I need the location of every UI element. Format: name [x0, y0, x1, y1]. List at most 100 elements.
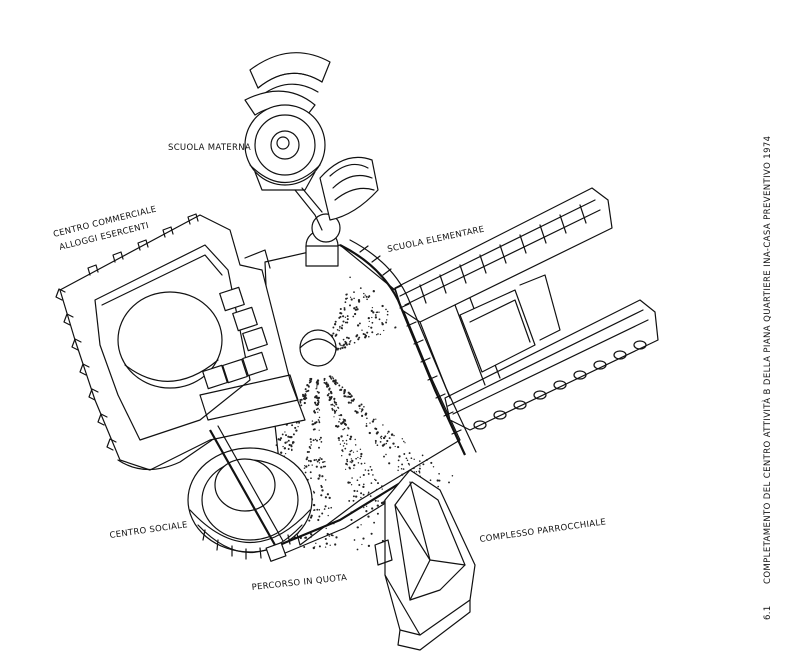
stipple-dot — [309, 536, 312, 539]
stipple-dot — [340, 344, 342, 347]
stipple-dot — [376, 334, 378, 336]
stipple-dot — [286, 441, 288, 443]
stipple-dot — [382, 424, 384, 426]
label-scuola-materna: SCUOLA MATERNA — [168, 143, 251, 153]
stipple-dot — [338, 421, 340, 423]
stipple-dot — [346, 396, 348, 398]
stipple-dot — [376, 444, 379, 447]
stipple-dot — [366, 331, 369, 334]
stipple-dot — [347, 395, 350, 398]
stipple-dot — [381, 488, 383, 490]
stipple-dot — [315, 381, 318, 384]
stipple-dot — [351, 477, 353, 479]
stipple-dot — [361, 408, 364, 410]
stipple-dot — [345, 443, 348, 445]
stipple-dot — [362, 296, 365, 298]
stipple-dot — [290, 444, 293, 447]
stipple-dot — [336, 425, 339, 428]
stipple-dot — [321, 512, 324, 515]
stipple-dot — [328, 375, 331, 378]
stipple-dot — [320, 458, 323, 461]
stipple-dot — [319, 457, 321, 459]
stipple-dot — [354, 444, 357, 446]
stipple-dot — [324, 479, 327, 481]
stipple-dot — [365, 424, 368, 428]
stipple-dot — [305, 390, 307, 393]
stipple-dot — [329, 376, 332, 379]
stipple-dot — [354, 438, 356, 441]
stipple-dot — [371, 316, 373, 319]
stipple-dot — [360, 462, 363, 465]
stipple-dot — [346, 336, 348, 339]
stipple-dot — [393, 434, 395, 437]
stipple-dot — [325, 383, 327, 386]
stipple-dot — [328, 392, 330, 395]
stipple-dot — [337, 406, 339, 409]
stipple-dot — [299, 402, 302, 404]
stipple-dot — [342, 450, 344, 453]
stipple-dot — [362, 537, 365, 540]
stipple-dot — [319, 438, 321, 441]
stipple-dot — [356, 308, 359, 311]
stipple-dot — [318, 416, 321, 419]
stipple-dot — [380, 437, 382, 440]
stipple-dot — [400, 468, 403, 470]
stipple-dot — [310, 444, 312, 446]
stipple-dot — [368, 320, 370, 323]
stipple-dot — [313, 459, 316, 462]
stipple-dot — [387, 430, 390, 433]
stipple-dot — [340, 435, 343, 438]
stipple-dot — [344, 301, 347, 304]
stipple-dot — [330, 534, 333, 537]
stipple-dot — [365, 423, 368, 425]
stipple-dot — [365, 505, 368, 507]
stipple-dot — [370, 468, 373, 471]
stipple-dot — [374, 478, 376, 481]
stipple-dot — [352, 398, 355, 401]
stipple-dot — [330, 392, 333, 395]
stipple-dot — [383, 329, 385, 332]
stipple-dot — [324, 537, 327, 541]
stipple-dot — [347, 391, 350, 394]
stipple-dot — [369, 422, 371, 424]
stipple-dot — [304, 536, 308, 539]
stipple-dot — [384, 435, 387, 438]
stipple-dot — [371, 507, 374, 510]
stipple-dot — [315, 542, 317, 545]
stipple-dot — [341, 326, 343, 329]
stipple-dot — [418, 467, 421, 470]
stipple-dot — [346, 315, 349, 318]
stipple-dot — [336, 382, 339, 385]
stipple-dot — [304, 388, 307, 390]
stipple-dot — [367, 544, 371, 548]
stipple-dot — [367, 472, 370, 475]
stipple-dot — [339, 327, 341, 329]
stipple-dot — [364, 334, 368, 337]
stipple-dot — [284, 452, 287, 455]
stipple-dot — [348, 499, 351, 502]
stipple-dot — [316, 460, 319, 463]
stipple-dot — [275, 444, 278, 447]
stipple-dot — [335, 409, 338, 412]
stipple-dot — [332, 332, 335, 335]
stipple-dot — [372, 418, 375, 421]
stipple-dot — [362, 485, 365, 489]
stipple-dot — [344, 447, 347, 450]
stipple-dot — [310, 514, 313, 517]
stipple-dot — [343, 346, 345, 349]
stipple-dot — [379, 436, 382, 438]
stipple-dot — [386, 432, 389, 434]
stipple-dot — [350, 298, 353, 301]
stipple-dot — [354, 410, 357, 413]
stipple-dot — [360, 403, 363, 406]
stipple-dot — [333, 398, 336, 400]
stipple-dot — [374, 442, 377, 444]
stipple-dot — [327, 514, 329, 517]
stipple-dot — [317, 401, 320, 404]
stipple-dot — [349, 435, 353, 438]
stipple-dot — [407, 462, 410, 465]
stipple-dot — [365, 295, 368, 298]
stipple-dot — [317, 397, 320, 400]
label-centro-sociale: CENTRO SOCIALE — [109, 520, 188, 541]
stipple-dot — [351, 461, 353, 464]
